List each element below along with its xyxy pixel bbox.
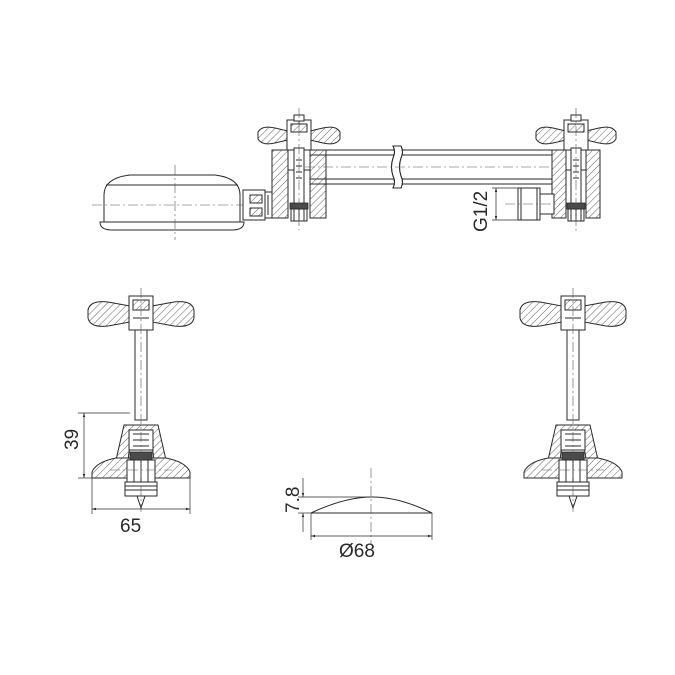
left-valve-front-view: 39 65 — [62, 288, 195, 537]
width-label-65: 65 — [120, 516, 141, 537]
thread-dimension: G1/2 — [471, 187, 518, 232]
diameter-dimension-68: Ø68 — [310, 513, 433, 562]
thickness-label-7-8: 7.8 — [283, 487, 304, 513]
right-valve-section — [505, 108, 617, 232]
diameter-label-68: Ø68 — [339, 541, 375, 562]
height-label-39: 39 — [62, 429, 83, 450]
connecting-pipe — [305, 145, 560, 189]
thickness-dimension-7-8: 7.8 — [283, 478, 372, 532]
cap-profile-view: 7.8 Ø68 — [283, 468, 433, 562]
width-dimension-65: 65 — [91, 478, 191, 537]
height-dimension-39: 39 — [62, 412, 130, 479]
overflow-cap — [92, 165, 250, 240]
thread-label: G1/2 — [471, 191, 492, 232]
top-assembly-section: G1/2 — [92, 108, 617, 240]
right-valve-front-view — [519, 288, 627, 512]
